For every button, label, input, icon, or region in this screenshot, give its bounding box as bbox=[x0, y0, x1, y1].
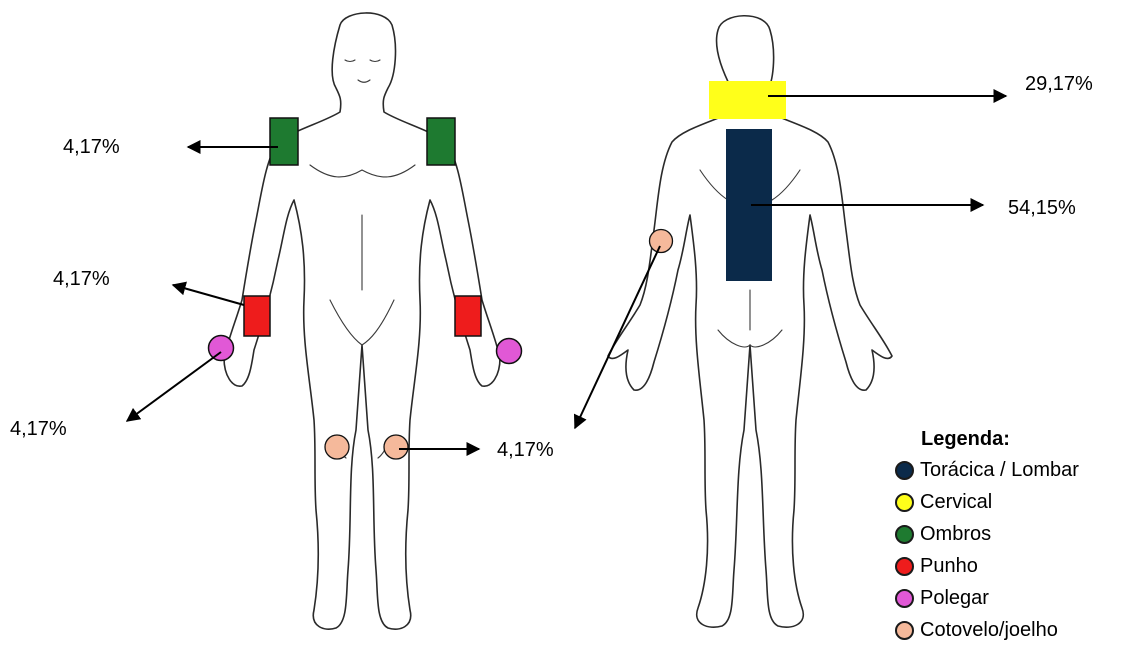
legend-item-label: Polegar bbox=[920, 587, 989, 610]
label-ombros-pct: 4,17% bbox=[63, 136, 120, 159]
legend-item: Cotovelo/joelho bbox=[895, 614, 1131, 646]
legend-swatch bbox=[895, 461, 914, 480]
arrow-thumb bbox=[127, 352, 221, 421]
legend-swatch bbox=[895, 493, 914, 512]
legend-item-label: Punho bbox=[920, 555, 978, 578]
shoulder-marker-right bbox=[427, 118, 455, 165]
elbow-marker bbox=[650, 230, 673, 253]
label-cervical-pct: 29,17% bbox=[1025, 73, 1093, 96]
shoulder-marker-left bbox=[270, 118, 298, 165]
legend-swatch bbox=[895, 557, 914, 576]
legend-item: Punho bbox=[895, 550, 1131, 582]
legend-item: Torácica / Lombar bbox=[895, 454, 1131, 486]
legend-swatch bbox=[895, 621, 914, 640]
legend-swatch bbox=[895, 589, 914, 608]
label-toracica-lombar-pct: 54,15% bbox=[1008, 197, 1076, 220]
arrow-wrist bbox=[173, 285, 244, 305]
knee-marker-left bbox=[325, 435, 349, 459]
legend-swatch bbox=[895, 525, 914, 544]
label-punho-pct: 4,17% bbox=[53, 268, 110, 291]
label-polegar-pct: 4,17% bbox=[10, 418, 67, 441]
legend-item: Polegar bbox=[895, 582, 1131, 614]
legend-title: Legenda: bbox=[921, 428, 1131, 451]
arrow-elbow bbox=[575, 246, 660, 428]
legend-item-label: Cervical bbox=[920, 491, 992, 514]
knee-marker-right bbox=[384, 435, 408, 459]
legend-item: Cervical bbox=[895, 486, 1131, 518]
legend-item-label: Ombros bbox=[920, 523, 991, 546]
wrist-marker-left bbox=[244, 296, 270, 336]
legend-item-label: Torácica / Lombar bbox=[920, 459, 1079, 482]
legend-item: Ombros bbox=[895, 518, 1131, 550]
thumb-marker-left bbox=[209, 336, 234, 361]
legend-item-label: Cotovelo/joelho bbox=[920, 619, 1058, 642]
thumb-marker-right bbox=[497, 339, 522, 364]
label-joelho-pct: 4,17% bbox=[497, 439, 554, 462]
wrist-marker-right bbox=[455, 296, 481, 336]
cervical-marker bbox=[709, 81, 786, 119]
